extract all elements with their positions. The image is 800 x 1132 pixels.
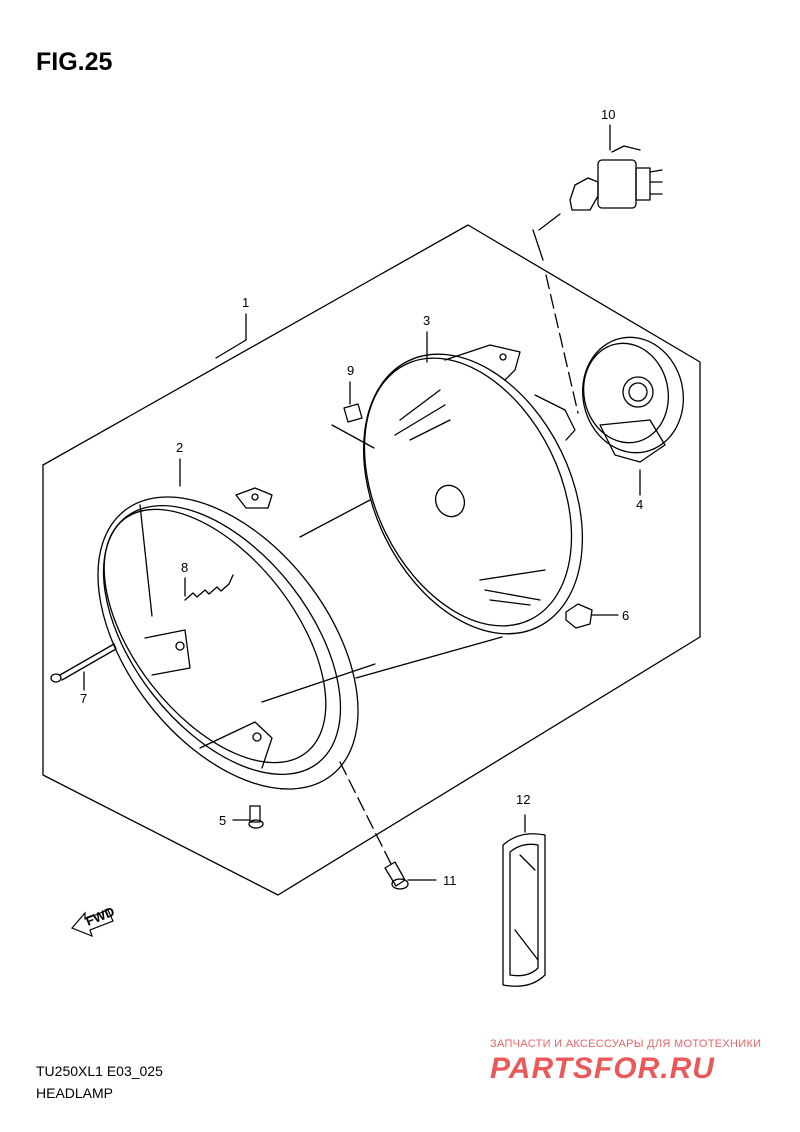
watermark-tagline: ЗАПЧАСТИ И АКСЕССУАРЫ ДЛЯ МОТОТЕХНИКИ	[490, 1038, 762, 1050]
callout-2: 2	[176, 440, 183, 455]
assembly-boundary-outline	[42, 224, 701, 896]
callout-7: 7	[80, 691, 87, 706]
leader-line	[261, 663, 376, 703]
callout-leader	[215, 339, 247, 359]
callout-8: 8	[181, 560, 188, 575]
section-name: HEADLAMP	[36, 1085, 114, 1101]
callout-4: 4	[636, 497, 643, 512]
callout-5: 5	[219, 813, 226, 828]
callout-12: 12	[516, 792, 530, 807]
adjusting-screw	[50, 643, 117, 683]
adjusting-spring	[184, 574, 234, 601]
leader-line	[339, 761, 393, 867]
mounting-bolt-11	[384, 861, 437, 890]
side-reflector	[502, 814, 546, 987]
callout-3: 3	[423, 313, 430, 328]
model-code: TU250XL1 E03_025	[36, 1063, 163, 1079]
leader-line	[532, 229, 544, 261]
leader-line	[331, 424, 375, 449]
callout-11: 11	[443, 873, 457, 888]
mounting-screw-5	[232, 805, 264, 829]
watermark-brand-logo: PARTSFOR.RU	[490, 1052, 715, 1085]
callout-9: 9	[347, 363, 354, 378]
leader-line	[355, 636, 503, 679]
callout-1: 1	[242, 295, 249, 310]
leader-line	[299, 499, 371, 538]
clip-nut-6	[565, 603, 619, 629]
leader-line	[545, 274, 579, 414]
leader-line	[538, 213, 561, 231]
figure-title: FIG.25	[36, 48, 113, 76]
socket-cover	[581, 336, 685, 463]
callout-6: 6	[622, 608, 629, 623]
sealed-beam-unit	[362, 344, 584, 635]
clip-nut-9	[343, 403, 363, 423]
callout-10: 10	[601, 107, 615, 122]
headlamp-bulb	[569, 145, 663, 211]
forward-direction-arrow-icon: FWD	[70, 904, 117, 938]
headlamp-housing-rim	[97, 487, 359, 790]
